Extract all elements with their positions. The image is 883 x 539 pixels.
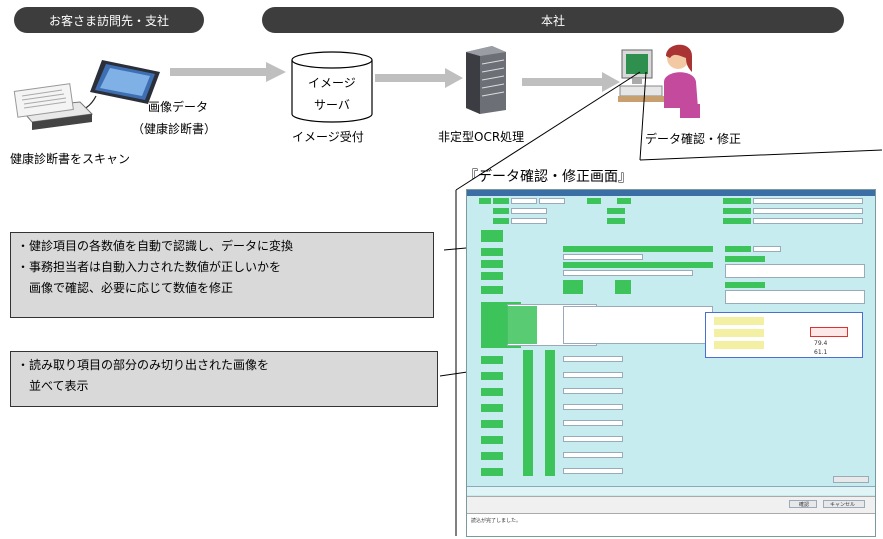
value-reading-1: 79.4 [814,340,827,347]
value-reading-2: 61.1 [814,349,827,356]
grid-field[interactable] [563,372,623,378]
data-confirm-screen: 79.4 61.1 確認 キャンセル 読込が完了しました。 [466,189,876,537]
grid-field[interactable] [563,356,623,362]
grid-label [563,246,713,252]
grid-label [615,280,631,294]
right-label [725,246,751,252]
status-text: 読込が完了しました。 [471,517,521,524]
note-1-line-2: ・事務担当者は自動入力された数値が正しいかを [17,257,427,278]
grid-label [563,262,713,268]
highlighted-value-box[interactable] [810,327,848,337]
note-2-line-1: ・読み取り項目の部分のみ切り出された画像を [17,355,431,376]
right-label [725,282,765,288]
grid-field[interactable] [563,452,623,458]
form-field[interactable] [753,198,863,204]
grid-field[interactable] [563,436,623,442]
cropped-image-panel: 79.4 61.1 [705,312,863,358]
form-label [723,208,751,214]
form-field[interactable] [753,208,863,214]
right-label [725,256,765,262]
row-label [481,260,503,268]
form-field[interactable] [511,208,547,214]
right-field[interactable] [753,246,781,252]
form-field[interactable] [511,198,537,204]
history-button[interactable] [833,476,869,483]
form-label [723,218,751,224]
form-field[interactable] [511,218,547,224]
screen-titlebar [467,190,875,196]
cropped-row [714,329,764,337]
form-label [493,218,509,224]
row-label [481,436,503,444]
grid-field[interactable] [563,404,623,410]
screen-title: 『データ確認・修正画面』 [464,166,632,186]
form-label [617,198,631,204]
status-area: 読込が完了しました。 [467,513,876,537]
note-2-line-2: 並べて表示 [17,376,431,397]
ok-button-label: 確認 [799,501,809,508]
form-label [479,198,491,204]
right-field[interactable] [725,264,865,278]
row-label [481,286,503,294]
row-label [481,356,503,364]
form-field[interactable] [753,218,863,224]
grid-field[interactable] [563,388,623,394]
row-label [481,420,503,428]
form-label [493,208,509,214]
grid-label [523,350,533,476]
row-label [481,372,503,380]
note-ocr-description: ・健診項目の各数値を自動で認識し、データに変換 ・事務担当者は自動入力された数値… [10,232,434,318]
row-label [481,468,503,476]
form-label [607,218,625,224]
bottom-strip [467,486,876,495]
form-label [493,198,509,204]
grid-label [545,350,555,476]
cropped-row [714,341,764,349]
row-label [481,388,503,396]
grid-field[interactable] [563,270,693,276]
grid-label [563,280,583,294]
ok-button[interactable]: 確認 [789,500,817,508]
cancel-button-label: キャンセル [830,501,855,508]
row-label [481,230,503,242]
form-field[interactable] [539,198,565,204]
grid-label [507,306,537,344]
form-label [587,198,601,204]
form-label [723,198,751,204]
cropped-row [714,317,764,325]
note-1-line-3: 画像で確認、必要に応じて数値を修正 [17,278,427,299]
right-field[interactable] [725,290,865,304]
row-label [481,452,503,460]
note-1-line-1: ・健診項目の各数値を自動で認識し、データに変換 [17,236,427,257]
row-label [481,248,503,256]
grid-field[interactable] [563,420,623,426]
grid-field[interactable] [563,254,643,260]
cancel-button[interactable]: キャンセル [823,500,865,508]
form-label [607,208,625,214]
note-image-display: ・読み取り項目の部分のみ切り出された画像を 並べて表示 [10,351,438,407]
grid-field[interactable] [563,468,623,474]
row-label [481,404,503,412]
grid-field[interactable] [563,306,713,344]
row-label [481,272,503,280]
